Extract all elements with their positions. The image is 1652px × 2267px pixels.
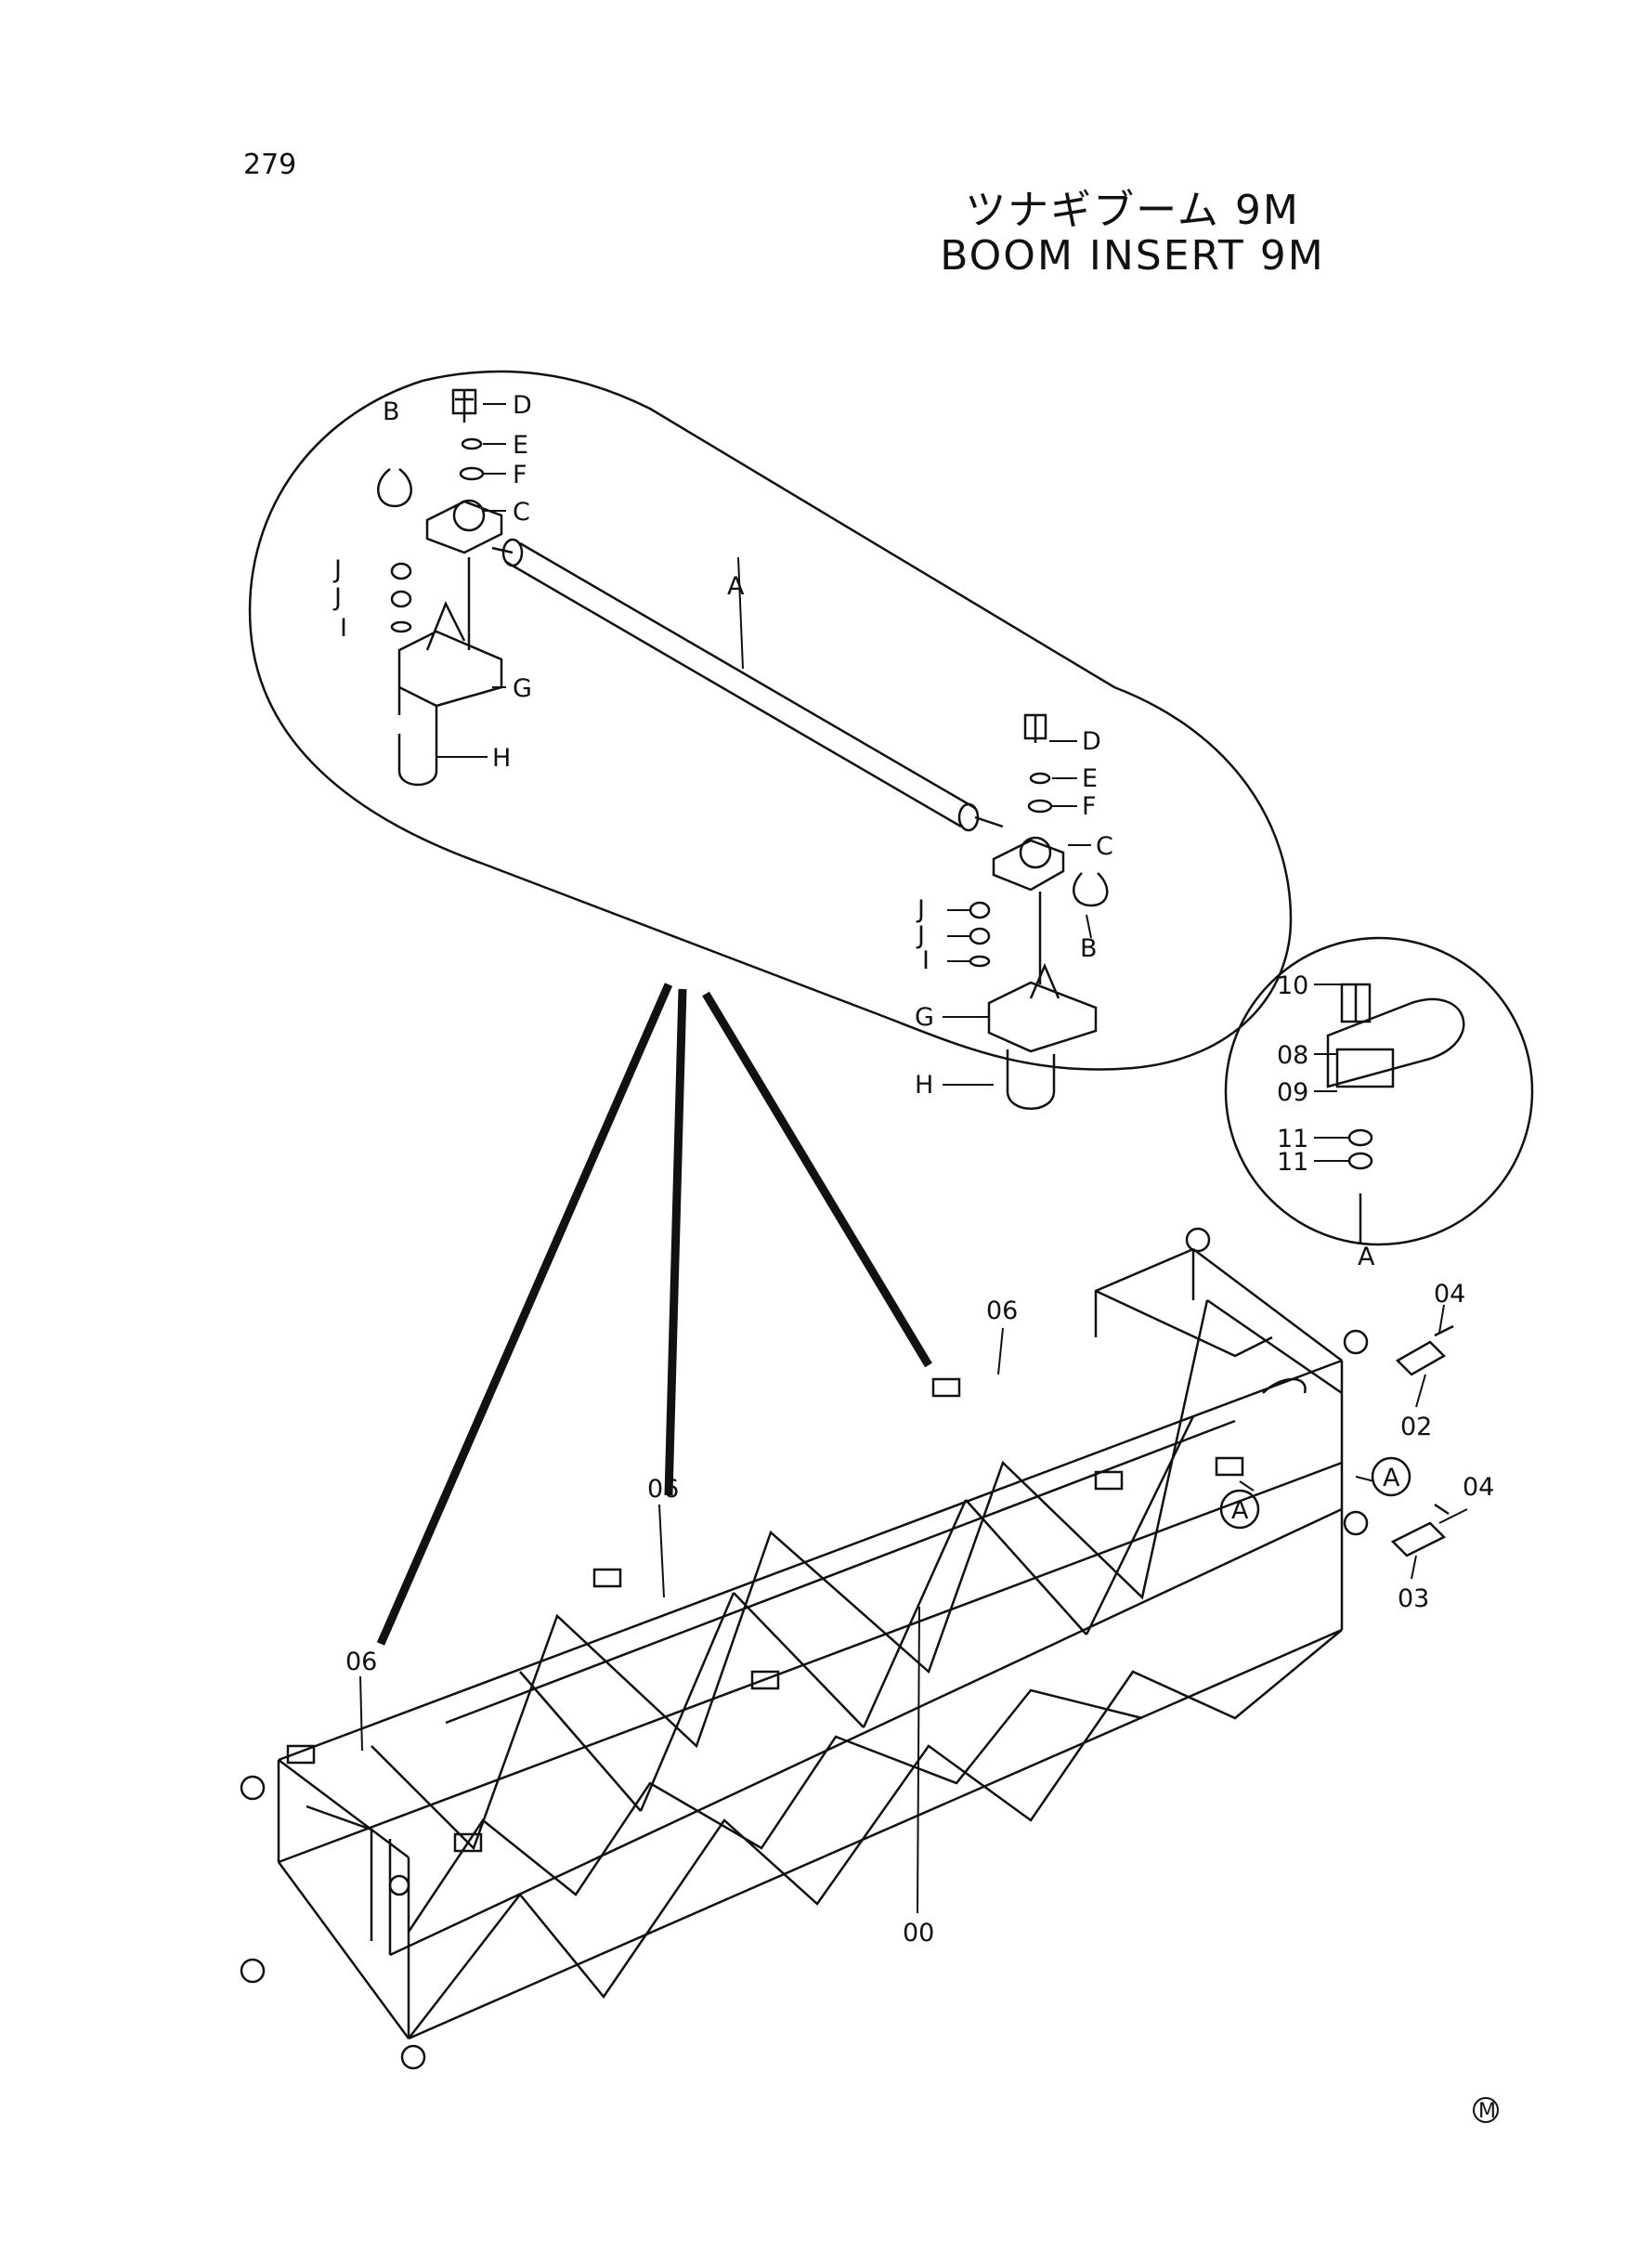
boom-lugs [240,1227,1369,2070]
label-06-right: 06 [986,1296,1018,1325]
label-02: 02 [1400,1413,1432,1441]
detail-letters: B D E F C A J J I G H D E F C B J J I G … [332,391,1113,1100]
mark-circle [1473,2097,1499,2123]
detail-leaders [376,983,932,1646]
label-06-left: 06 [345,1648,377,1676]
label-09: 09 [1277,1078,1308,1107]
label-03: 03 [1398,1584,1429,1613]
callout-a-circle-1 [1371,1456,1411,1497]
label-f-upper: F [513,461,527,489]
title-english: BOOM INSERT 9M [940,232,1325,280]
label-f-lower: F [1082,792,1097,821]
title-japanese: ツナギブーム 9M [965,187,1300,234]
callout-a-circle-2 [1219,1489,1260,1530]
label-a-shaft: A [727,572,745,601]
clamps-06 [286,1377,1244,1853]
label-j-upper-2: J [332,583,342,612]
label-08: 08 [1277,1041,1308,1070]
label-j-upper-1: J [332,555,342,584]
label-a-detail: A [1358,1243,1375,1271]
label-e-upper: E [513,431,528,460]
label-11-2: 11 [1277,1148,1308,1177]
label-i-upper: I [340,614,347,643]
boom-truss [277,1247,1344,2040]
label-g-upper: G [513,674,532,703]
label-11-1: 11 [1277,1125,1308,1153]
label-06-middle: 06 [647,1475,679,1504]
label-e-lower: E [1082,764,1098,793]
leader-lines [359,403,1468,1914]
label-j-lower-1: J [916,895,925,924]
label-h-upper: H [492,744,511,773]
label-b-lower: B [1080,934,1098,963]
label-d-lower: D [1082,727,1101,756]
detail-capsule-outline [248,370,1293,1071]
boom-numbers: 06 06 06 00 04 02 04 03 A A M [345,1280,1496,2123]
callout-a-text-1: A [1383,1464,1400,1492]
pins [1390,1324,1454,1557]
detail-a-circle [1224,936,1534,1246]
label-00: 00 [903,1919,934,1948]
bearing-upper-left [377,388,503,787]
page-number: 279 [243,149,297,181]
label-b-upper: B [383,397,400,426]
shaft-a [491,538,1004,832]
label-c-lower: C [1096,832,1113,861]
label-d-upper: D [513,391,532,420]
label-j-lower-2: J [916,921,925,950]
callout-a-text-2: A [1231,1496,1249,1525]
bearing-lower-right [969,713,1109,1110]
mark-letter: M [1478,2100,1496,2123]
label-10: 10 [1277,971,1308,1000]
label-04-lower: 04 [1463,1473,1494,1502]
label-g-lower: G [915,1003,934,1032]
label-i-lower: I [922,946,930,975]
label-c-upper: C [513,498,530,527]
label-04-upper: 04 [1434,1280,1465,1309]
detail-a-numbers: 10 08 09 11 11 A [1277,971,1375,1271]
label-h-lower: H [915,1071,933,1100]
